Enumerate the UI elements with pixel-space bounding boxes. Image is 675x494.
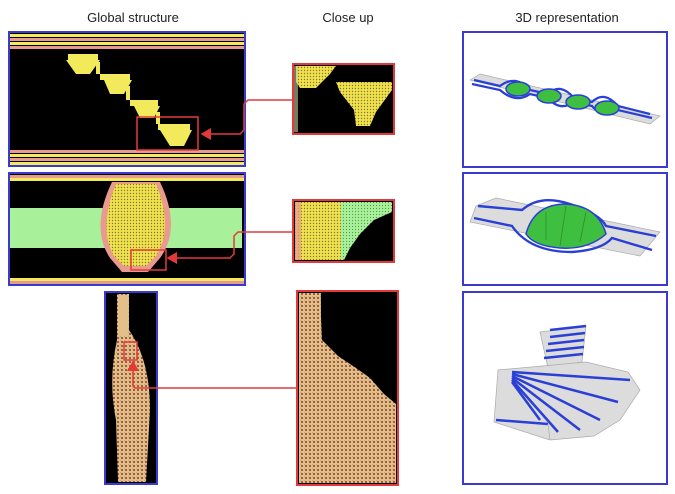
closeup-panel-row-3 — [296, 290, 399, 486]
closeup-marker-row-3 — [123, 341, 138, 361]
global-panel-row-2 — [8, 172, 246, 286]
3d-panel-row-3 — [462, 291, 668, 485]
header-close-up: Close up — [322, 10, 374, 25]
header-global-structure: Global structure — [87, 10, 179, 25]
closeup-marker-row-1 — [136, 116, 199, 151]
closeup-panel-row-2 — [292, 199, 395, 263]
closeup-marker-row-2 — [130, 249, 167, 271]
3d-panel-row-2 — [462, 172, 668, 286]
header-3d-representation: 3D representation — [515, 10, 619, 25]
global-panel-row-1 — [8, 31, 246, 167]
closeup-panel-row-1 — [292, 63, 395, 135]
arrow-row-3 — [127, 360, 297, 389]
arrow-row-1 — [200, 99, 293, 140]
arrow-row-2 — [166, 231, 293, 264]
3d-panel-row-1 — [462, 31, 668, 168]
